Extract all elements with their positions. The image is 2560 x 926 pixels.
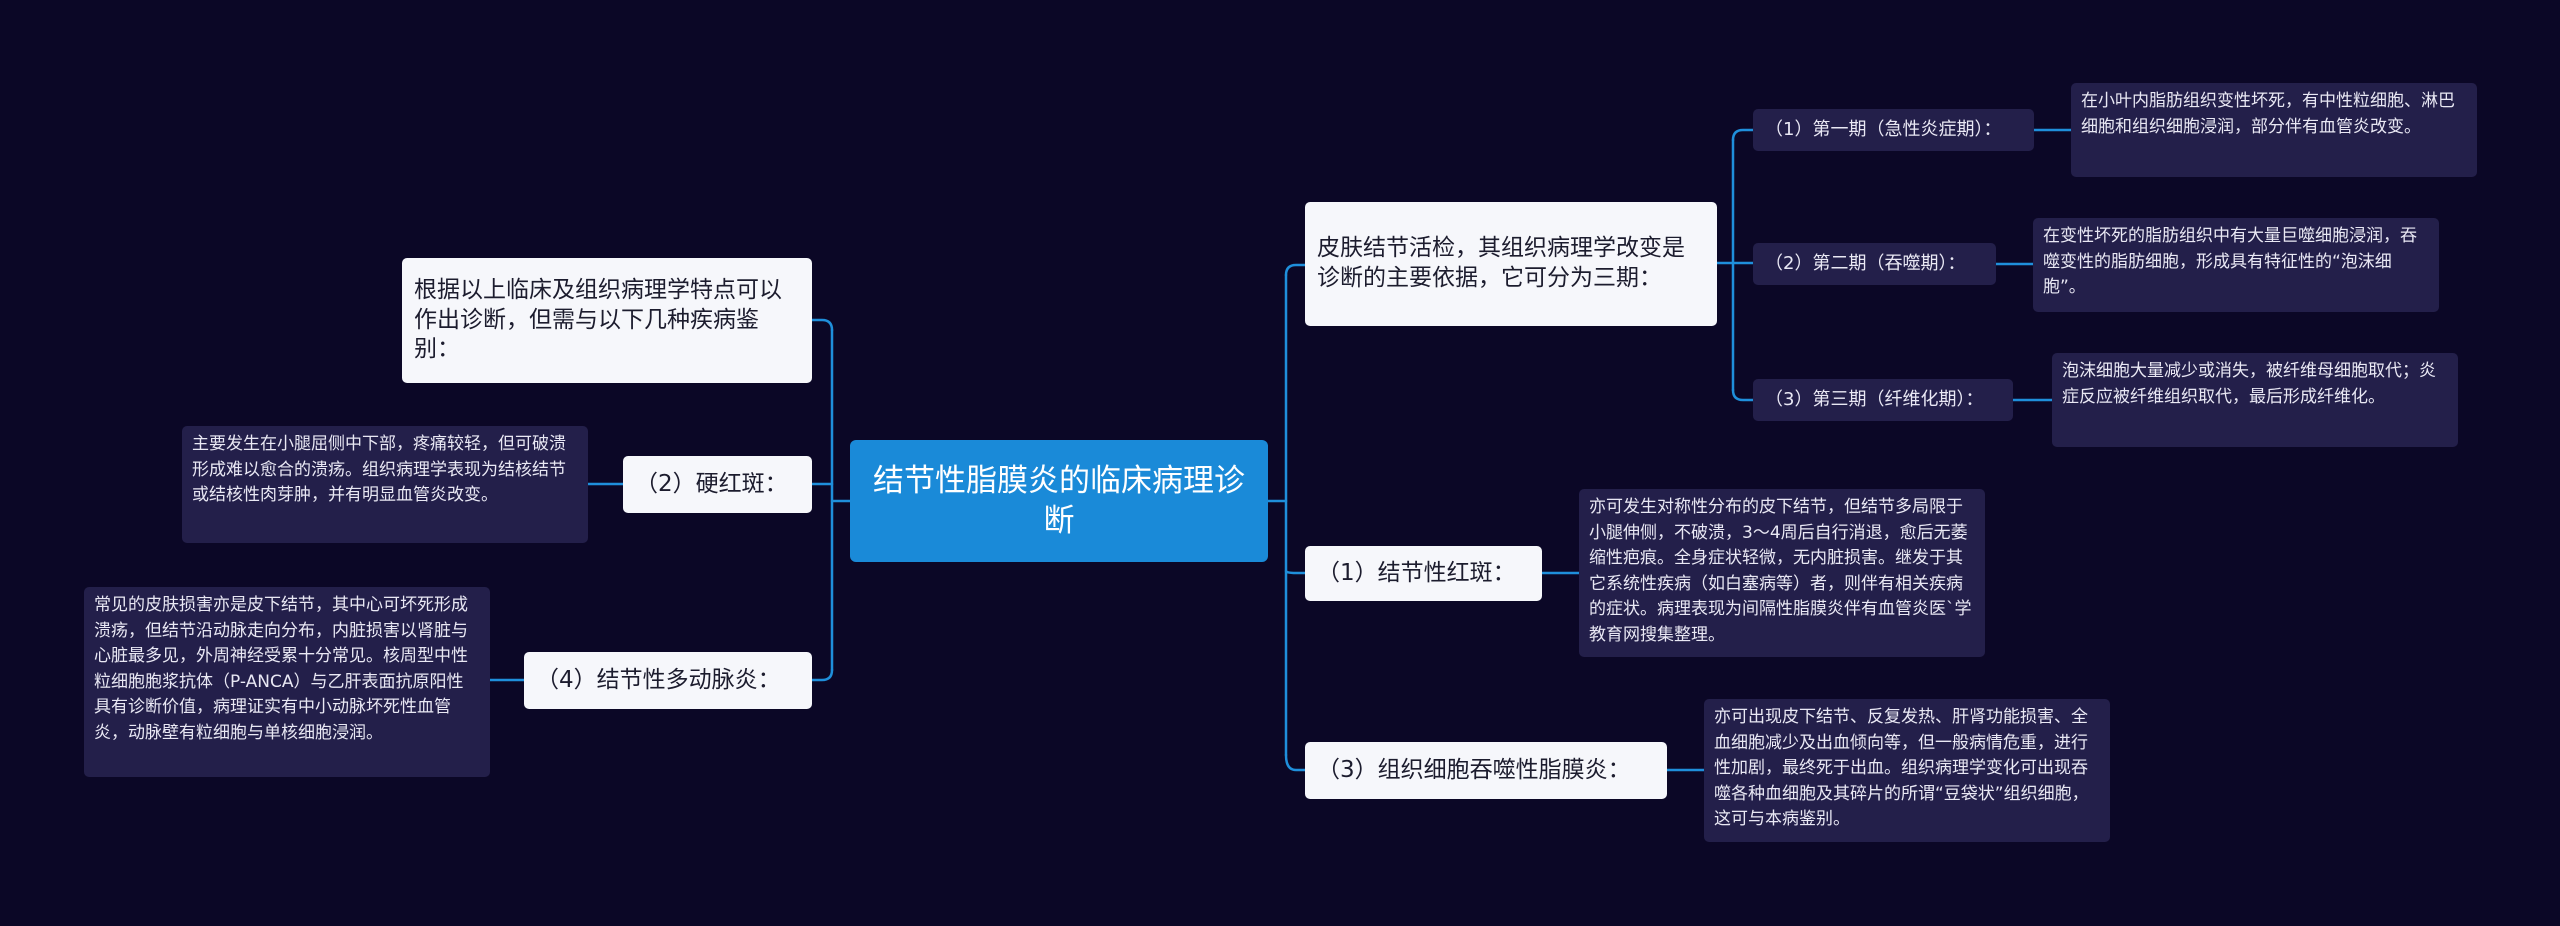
connector-to-intro <box>810 318 834 332</box>
polyarteritis-nodosa-detail[interactable]: 常见的皮肤损害亦是皮下结节，其中心可坏死形成溃疡，但结节沿动脉走向分布，内脏损害… <box>84 587 490 777</box>
stage-2-detail[interactable]: 在变性坏死的脂肪组织中有大量巨噬细胞浸润，吞噬变性的脂肪细胞，形成具有特征性的“… <box>2033 218 2439 312</box>
stage-1-detail[interactable]: 在小叶内脂肪组织变性坏死，有中性粒细胞、淋巴细胞和组织细胞浸润，部分伴有血管炎改… <box>2071 83 2477 177</box>
stage-3-detail[interactable]: 泡沫细胞大量减少或消失，被纤维母细胞取代；炎症反应被纤维组织取代，最后形成纤维化… <box>2052 353 2458 447</box>
connector-to-erythema <box>1284 569 1307 575</box>
stage-1-label[interactable]: （1）第一期（急性炎症期）： <box>1753 109 2034 151</box>
connector-to-stage-1 <box>1731 128 1755 142</box>
branch-polyarteritis-nodosa[interactable]: （4）结节性多动脉炎： <box>524 652 812 709</box>
branch-differential-intro[interactable]: 根据以上临床及组织病理学特点可以作出诊断，但需与以下几种疾病鉴别： <box>402 258 812 383</box>
stage-3-label[interactable]: （3）第三期（纤维化期）： <box>1753 379 2013 421</box>
connector-to-histiocytic <box>1284 753 1307 772</box>
branch-erythema-induratum[interactable]: （2）硬红斑： <box>623 456 812 513</box>
erythema-induratum-detail[interactable]: 主要发生在小腿屈侧中下部，疼痛较轻，但可破溃形成难以愈合的溃疡。组织病理学表现为… <box>182 426 588 543</box>
branch-biopsy[interactable]: 皮肤结节活检，其组织病理学改变是诊断的主要依据，它可分为三期： <box>1305 202 1717 326</box>
branch-histiocytic-panniculitis[interactable]: （3）组织细胞吞噬性脂膜炎： <box>1305 742 1667 799</box>
connector-to-biopsy <box>1284 263 1307 277</box>
histiocytic-panniculitis-detail[interactable]: 亦可出现皮下结节、反复发热、肝肾功能损害、全血细胞减少及出血倾向等，但一般病情危… <box>1704 699 2110 842</box>
connector-to-pan <box>810 668 834 682</box>
erythema-nodosum-detail[interactable]: 亦可发生对称性分布的皮下结节，但结节多局限于小腿伸侧，不破溃，3～4周后自行消退… <box>1579 489 1985 657</box>
root-topic[interactable]: 结节性脂膜炎的临床病理诊断 <box>850 440 1268 562</box>
branch-erythema-nodosum[interactable]: （1）结节性红斑： <box>1305 546 1542 601</box>
stage-2-label[interactable]: （2）第二期（吞噬期）： <box>1753 243 1996 285</box>
connector-to-stage-3 <box>1731 388 1755 402</box>
